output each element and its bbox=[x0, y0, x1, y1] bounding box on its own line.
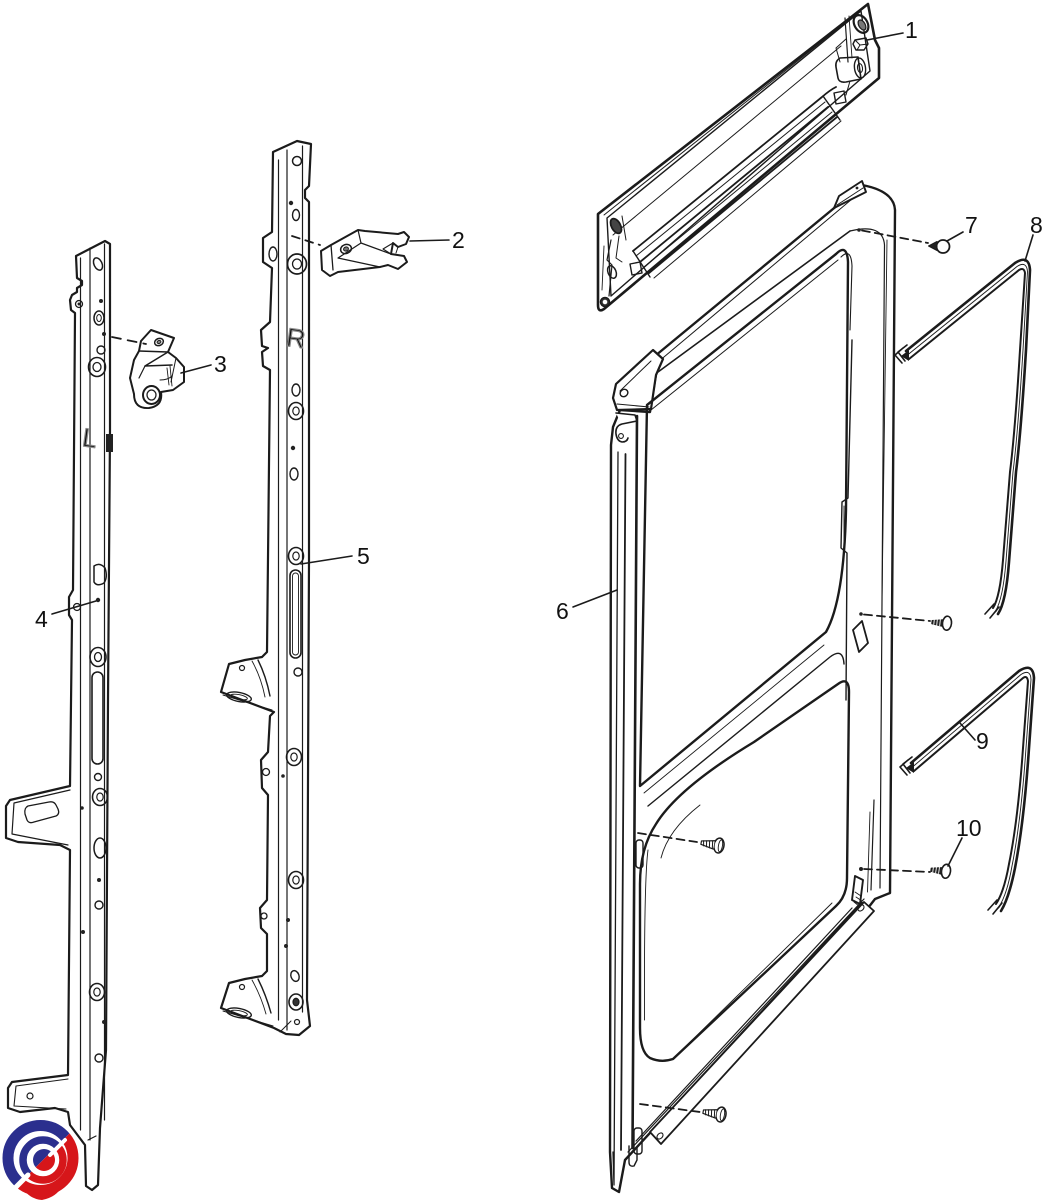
svg-text:9: 9 bbox=[976, 728, 989, 754]
svg-text:5: 5 bbox=[357, 543, 370, 569]
svg-text:L: L bbox=[81, 422, 100, 454]
svg-text:6: 6 bbox=[556, 598, 569, 624]
svg-text:R: R bbox=[285, 322, 308, 354]
svg-text:1: 1 bbox=[905, 17, 918, 43]
svg-text:2: 2 bbox=[452, 227, 465, 253]
svg-text:10: 10 bbox=[956, 815, 982, 841]
svg-text:4: 4 bbox=[35, 606, 48, 632]
svg-text:3: 3 bbox=[214, 351, 227, 377]
svg-text:8: 8 bbox=[1030, 212, 1043, 238]
svg-text:7: 7 bbox=[965, 212, 978, 238]
